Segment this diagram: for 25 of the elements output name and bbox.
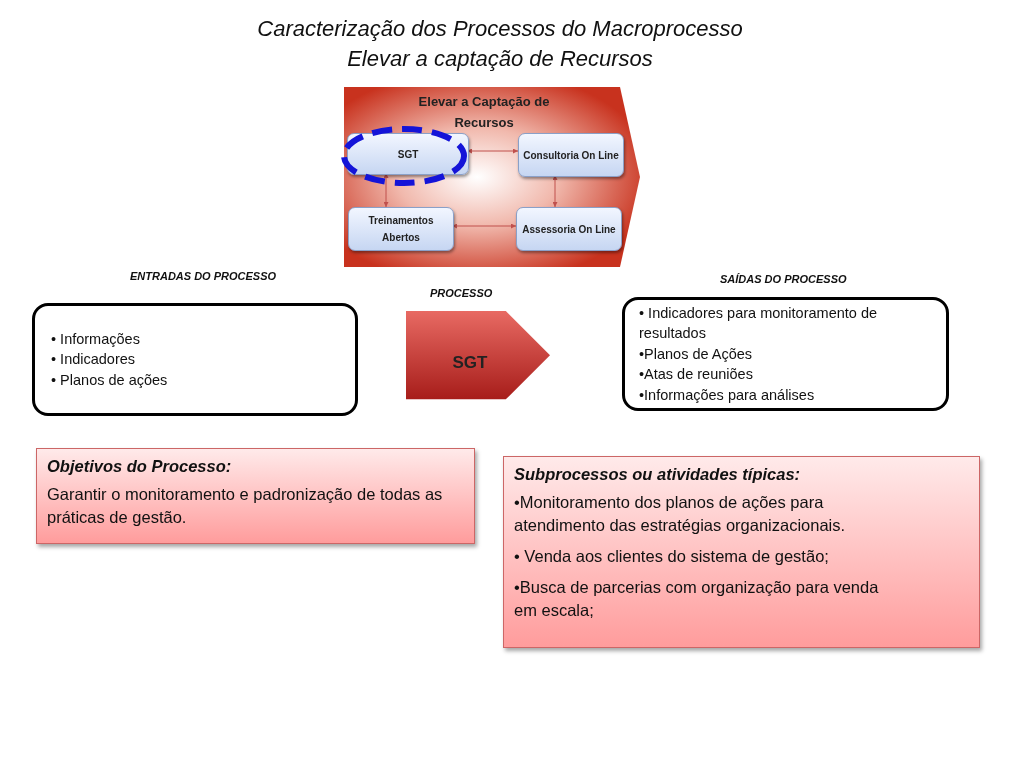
list-item: •Atas de reuniões (639, 365, 754, 385)
card-heading: Objetivos do Processo: (47, 456, 233, 477)
objectives-card (36, 448, 475, 544)
list-item: • Indicadores para monitoramento de resultados (639, 303, 879, 344)
list-item: • Planos de ações (51, 370, 169, 390)
list-item: • Indicadores (51, 350, 137, 370)
card-text: • Venda aos clientes do sistema de gestão; (514, 546, 830, 567)
section-heading: ENTRADAS DO PROCESSO (130, 270, 277, 282)
title: Caracterização dos Processos do Macroprocesso Elevar a captação de Recursos (256, 15, 744, 73)
process-box: Assessoria On Line (516, 207, 622, 251)
process-box: SGT (347, 133, 469, 175)
subprocess-card (503, 456, 980, 648)
card-text: •Busca de parcerias com organização para venda em escala; (514, 577, 880, 621)
process-box: Treinamentos Abertos (348, 207, 454, 251)
section-heading: PROCESSO (430, 287, 493, 299)
list-item: •Planos de Ações (639, 344, 754, 364)
section-heading: SAÍDAS DO PROCESSO (720, 273, 847, 285)
process-box: Consultoria On Line (518, 133, 624, 177)
card-text: Garantir o monitoramento e padronização de todas as práticas de gestão. (47, 484, 444, 528)
card-text: •Monitoramento dos planos de ações para atendimento das estratégias organizacionais. (514, 492, 847, 536)
process-label: SGT (451, 353, 489, 373)
list-item: •Informações para análises (639, 385, 816, 405)
list-item: • Informações (51, 329, 141, 349)
card-heading: Subprocessos ou atividades típicas: (514, 464, 802, 485)
panel-title: Elevar a Captação de Recursos (417, 93, 551, 132)
